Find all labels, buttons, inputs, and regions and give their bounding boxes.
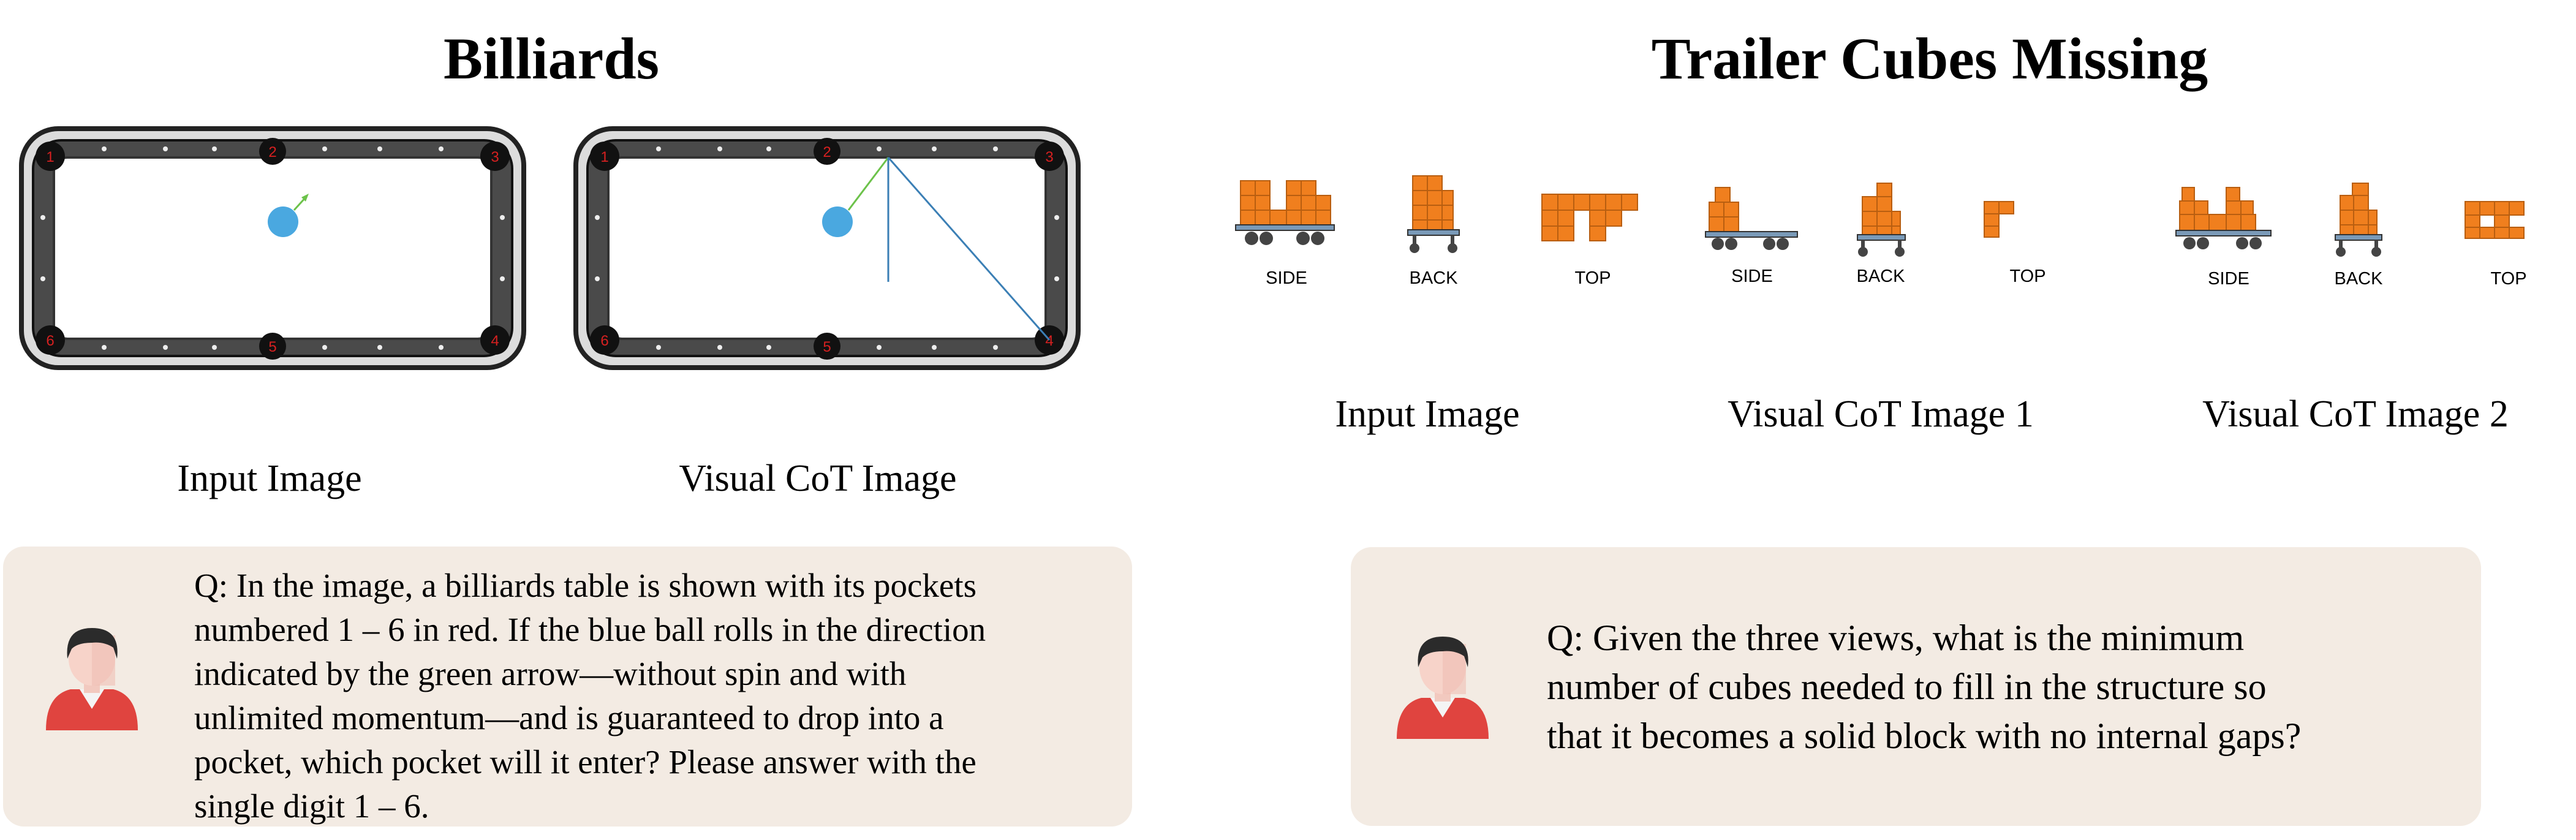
pocket-6: 6 — [590, 325, 619, 355]
direction-arrow — [847, 157, 890, 211]
question-text-billiards: Q: In the image, a billiards table is sh… — [194, 567, 986, 825]
pocket-2: 2 — [814, 138, 840, 165]
cot1-back-view — [1857, 183, 1906, 257]
svg-text:5: 5 — [268, 339, 276, 355]
question-box-cubes: Q: Given the three views, what is the mi… — [1351, 547, 2481, 826]
svg-text:4: 4 — [491, 333, 499, 349]
trailer-cubes-title: Trailer Cubes Missing — [1651, 26, 2208, 91]
billiards-table-input: 1 2 3 4 5 6 — [19, 126, 526, 370]
question-text-cubes: Q: Given the three views, what is the mi… — [1547, 618, 2302, 756]
svg-text:3: 3 — [1045, 149, 1053, 165]
caption-visual-cot-image-1: Visual CoT Image 1 — [1728, 393, 2034, 435]
svg-text:4: 4 — [1045, 333, 1053, 349]
cot2-side-view — [2175, 187, 2272, 249]
cot1-back-label: BACK — [1856, 267, 1905, 286]
svg-text:3: 3 — [491, 149, 499, 165]
svg-text:2: 2 — [268, 144, 276, 161]
billiards-table-cot: 1 2 3 4 5 6 — [573, 126, 1081, 370]
caption-visual-cot-image: Visual CoT Image — [679, 458, 957, 499]
pocket-3: 3 — [1035, 142, 1064, 171]
pocket-5: 5 — [814, 333, 840, 360]
cot1-top-view — [1984, 201, 2014, 238]
user-avatar-icon — [1397, 637, 1489, 739]
cot1-side-view — [1705, 187, 1798, 250]
input-side-label: SIDE — [1266, 268, 1307, 288]
svg-text:1: 1 — [46, 149, 54, 165]
svg-text:6: 6 — [46, 333, 54, 349]
input-side-view — [1235, 180, 1335, 245]
cot2-back-view — [2335, 183, 2382, 257]
input-back-view — [1407, 175, 1460, 253]
cot1-top-label: TOP — [2009, 267, 2046, 286]
caption-visual-cot-image-2: Visual CoT Image 2 — [2202, 393, 2509, 435]
pocket-5: 5 — [259, 333, 286, 360]
pocket-4: 4 — [480, 325, 510, 355]
pocket-6: 6 — [36, 325, 65, 355]
svg-text:5: 5 — [823, 339, 831, 355]
caption-input-image-cubes: Input Image — [1335, 393, 1520, 435]
blue-ball — [268, 206, 298, 237]
blue-ball — [822, 206, 853, 237]
billiards-title: Billiards — [443, 26, 660, 91]
caption-input-image: Input Image — [177, 458, 362, 499]
input-top-label: TOP — [1574, 268, 1611, 288]
svg-text:2: 2 — [823, 144, 831, 161]
input-top-view — [1541, 194, 1638, 241]
svg-text:1: 1 — [600, 149, 608, 165]
cot1-side-label: SIDE — [1731, 267, 1773, 286]
user-avatar-icon — [46, 628, 138, 730]
svg-text:6: 6 — [600, 333, 608, 349]
cot2-back-label: BACK — [2334, 269, 2383, 289]
pocket-3: 3 — [480, 142, 510, 171]
input-back-label: BACK — [1409, 268, 1458, 288]
pocket-1: 1 — [36, 142, 65, 171]
cot2-top-label: TOP — [2490, 269, 2527, 289]
question-box-billiards: Q: In the image, a billiards table is sh… — [3, 547, 1132, 827]
cot2-side-label: SIDE — [2208, 269, 2249, 289]
pocket-2: 2 — [259, 138, 286, 165]
cot2-top-view — [2465, 201, 2525, 239]
trajectory-path — [887, 157, 1051, 341]
pocket-1: 1 — [590, 142, 619, 171]
